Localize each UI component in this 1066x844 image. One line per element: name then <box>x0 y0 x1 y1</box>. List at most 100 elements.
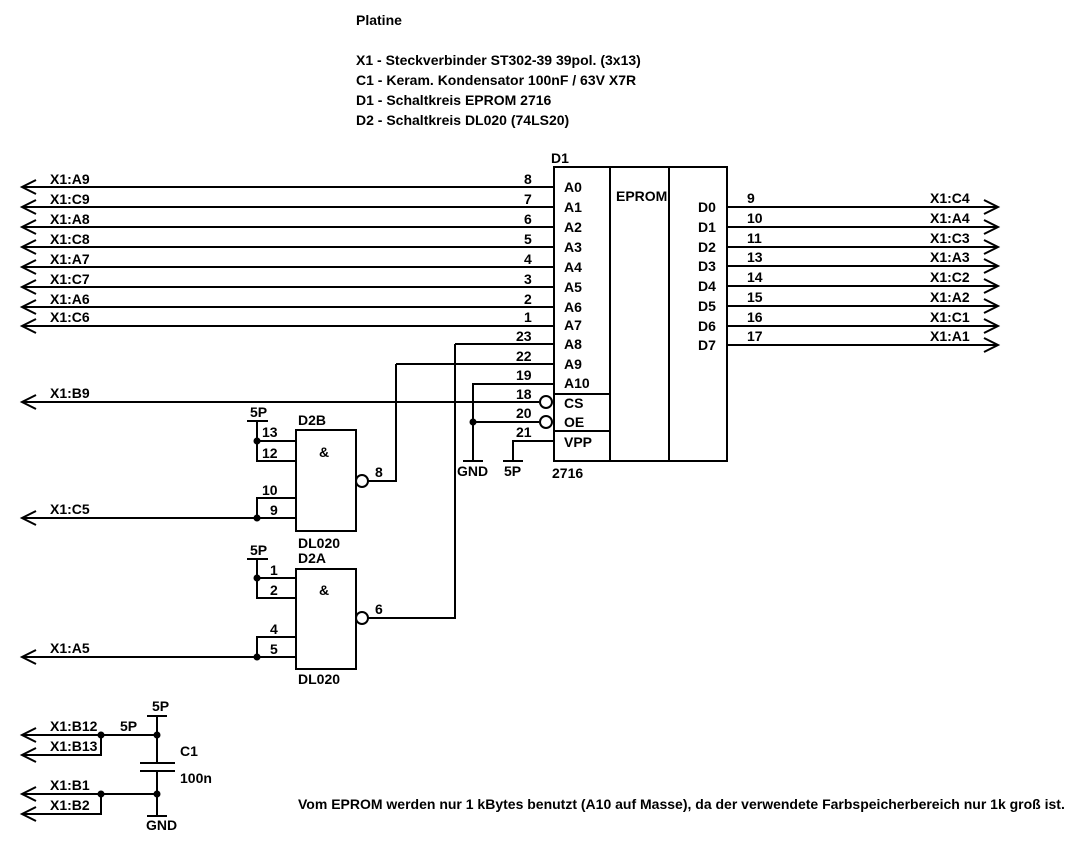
data-pin-number: 10 <box>747 210 763 226</box>
vpp-pin-number: 21 <box>516 424 532 440</box>
data-line-d2: D2 11 X1:C3 <box>698 230 1001 255</box>
capacitor-ref: C1 <box>180 743 198 759</box>
gate-a-ref: D2A <box>298 550 326 566</box>
gate-b-conn: X1:C5 <box>50 501 90 517</box>
parts-list-d1: D1 - Schaltkreis EPROM 2716 <box>356 92 552 108</box>
eprom-gnd-symbol: GND <box>457 460 488 479</box>
cs-pin-number: 18 <box>516 386 532 402</box>
gate-a-conn: X1:A5 <box>50 640 90 656</box>
pin-oe: 20 OE <box>469 405 584 430</box>
addr-pin-number: 6 <box>524 211 532 227</box>
addr-pin-number: 2 <box>524 291 532 307</box>
data-conn-label: X1:C1 <box>930 309 970 325</box>
parts-list-d2: D2 - Schaltkreis DL020 (74LS20) <box>356 112 570 128</box>
addr-line-a6: X1:A6 2 A6 <box>19 291 582 315</box>
power-conn-b1: X1:B1 <box>50 777 90 793</box>
addr-pin-number: 5 <box>524 231 532 247</box>
data-pin-number: 11 <box>747 230 762 246</box>
oe-pin-number: 20 <box>516 405 532 421</box>
gate-b-symbol: & <box>319 444 329 460</box>
data-pin-number: 17 <box>747 328 763 344</box>
data-pin-name: D5 <box>698 298 716 314</box>
addr-pin-number: 3 <box>524 271 532 287</box>
gate-b-ref: D2B <box>298 412 326 428</box>
data-pin-number: 14 <box>747 269 763 285</box>
eprom-gnd-label: GND <box>457 463 488 479</box>
a9-pin-name: A9 <box>564 356 582 372</box>
data-line-d6: D6 16 X1:C1 <box>698 309 1001 334</box>
a8-pin-number: 23 <box>516 328 532 344</box>
addr-pin-name: A7 <box>564 317 582 333</box>
addr-conn-label: X1:C6 <box>50 309 90 325</box>
pin-a10: 19 A10 <box>472 367 590 461</box>
power-conn-b2: X1:B2 <box>50 797 90 813</box>
data-conn-label: X1:A2 <box>930 289 970 305</box>
data-pin-number: 16 <box>747 309 763 325</box>
addr-conn-label: X1:C8 <box>50 231 90 247</box>
footnote: Vom EPROM werden nur 1 kBytes benutzt (A… <box>298 796 1065 812</box>
power-top-label: 5P <box>152 698 169 714</box>
addr-pin-name: A6 <box>564 299 582 315</box>
eprom-ref: D1 <box>551 150 569 166</box>
data-conn-label: X1:A3 <box>930 249 970 265</box>
data-pin-name: D0 <box>698 199 716 215</box>
data-line-d3: D3 13 X1:A3 <box>698 249 1001 274</box>
eprom-vpp-supply-symbol: 5P <box>503 460 523 479</box>
data-conn-label: X1:C4 <box>930 190 970 206</box>
data-conn-label: X1:A1 <box>930 328 970 344</box>
data-line-d1: D1 10 X1:A4 <box>698 210 1001 235</box>
pin-vpp: 21 VPP <box>512 424 610 461</box>
addr-pin-name: A4 <box>564 259 582 275</box>
addr-conn-label: X1:A7 <box>50 251 90 267</box>
data-line-d5: D5 15 X1:A2 <box>698 289 1001 314</box>
eprom-center-body <box>609 166 670 462</box>
addr-line-a0: X1:A9 8 A0 <box>19 171 582 195</box>
addr-pin-name: A0 <box>564 179 582 195</box>
gate-a-pin: 2 <box>270 582 278 598</box>
capacitor-value: 100n <box>180 770 212 786</box>
vpp-pin-name: VPP <box>564 434 592 450</box>
data-pin-name: D1 <box>698 219 716 235</box>
power-net-label: 5P <box>120 718 137 734</box>
addr-conn-label: X1:A6 <box>50 291 90 307</box>
data-line-d7: D7 17 X1:A1 <box>698 328 1001 353</box>
data-pin-name: D6 <box>698 318 716 334</box>
addr-pin-name: A5 <box>564 279 582 295</box>
addr-line-a3: X1:C8 5 A3 <box>19 231 582 255</box>
parts-list-c1: C1 - Keram. Kondensator 100nF / 63V X7R <box>356 72 637 88</box>
gate-b-pin: 12 <box>262 445 278 461</box>
data-conn-label: X1:A4 <box>930 210 970 226</box>
addr-pin-number: 8 <box>524 171 532 187</box>
addr-line-a1: X1:C9 7 A1 <box>19 191 582 215</box>
data-pin-number: 9 <box>747 190 755 206</box>
power-gnd-label: GND <box>146 817 177 833</box>
data-pin-name: D7 <box>698 337 716 353</box>
a10-pin-name: A10 <box>564 375 590 391</box>
gate-b-pin: 10 <box>262 482 278 498</box>
gate-b-out-pin: 8 <box>375 464 383 480</box>
addr-line-a4: X1:A7 4 A4 <box>19 251 582 275</box>
gate-a-supply: 5P <box>250 542 267 558</box>
data-pin-number: 13 <box>747 249 763 265</box>
gate-a-pin: 1 <box>270 562 278 578</box>
eprom-type: 2716 <box>552 465 583 481</box>
data-line-d4: D4 14 X1:C2 <box>698 269 1001 294</box>
a10-pin-number: 19 <box>516 367 532 383</box>
pin-cs: X1:B9 18 CS <box>19 385 610 411</box>
addr-conn-label: X1:C7 <box>50 271 90 287</box>
gate-b-pin: 13 <box>262 424 278 440</box>
cs-conn-label: X1:B9 <box>50 385 90 401</box>
schematic-title: Platine <box>356 12 402 28</box>
eprom-vpp-supply-label: 5P <box>504 463 521 479</box>
pin-a9: 22 A9 <box>396 348 582 372</box>
data-conn-label: X1:C2 <box>930 269 970 285</box>
addr-line-a2: X1:A8 6 A2 <box>19 211 582 235</box>
gate-d2b: 5P 13 12 D2B & DL020 8 X1:C5 10 9 <box>19 364 397 551</box>
addr-pin-name: A2 <box>564 219 582 235</box>
data-pin-name: D3 <box>698 258 716 274</box>
power-conn-b12: X1:B12 <box>50 718 98 734</box>
eprom-data-body <box>668 166 728 462</box>
data-conn-label: X1:C3 <box>930 230 970 246</box>
data-pin-name: D2 <box>698 239 716 255</box>
